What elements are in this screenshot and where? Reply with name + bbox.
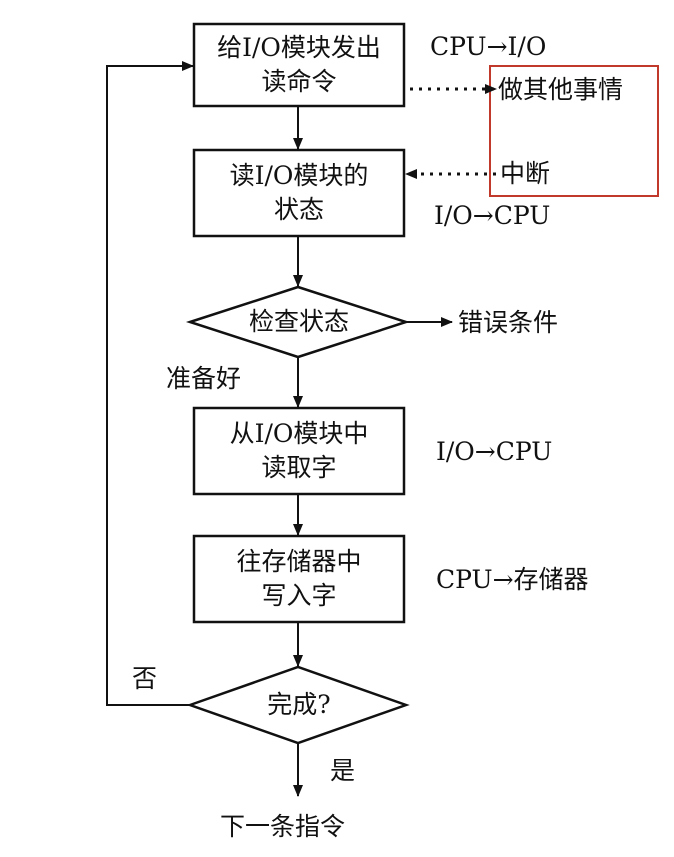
annotation-error: 错误条件 xyxy=(458,308,559,337)
annotation-no: 否 xyxy=(132,664,158,693)
box-read-status-line2: 状态 xyxy=(273,195,324,224)
cpu-side-interrupt: 中断 xyxy=(500,159,551,188)
box-send-read-line1: 给I/O模块发出 xyxy=(217,33,381,62)
annotation-next-instruction: 下一条指令 xyxy=(220,812,346,841)
diamond-done-text: 完成? xyxy=(194,688,404,722)
annotation-cpu-to-mem: CPU→存储器 xyxy=(436,565,589,594)
box-write-mem-text: 往存储器中 写入字 xyxy=(194,545,404,613)
arrow-loop-back xyxy=(106,61,194,706)
box-send-read-line2: 读命令 xyxy=(261,67,337,96)
diamond-done xyxy=(186,665,410,745)
annotation-io-to-cpu-1: I/O→CPU xyxy=(434,201,551,230)
annotation-io-to-cpu-2: I/O→CPU xyxy=(436,437,553,466)
done-label: 完成? xyxy=(267,690,331,719)
box-read-status-line1: 读I/O模块的 xyxy=(229,161,369,190)
annotation-ready: 准备好 xyxy=(166,364,242,393)
box-read-word-text: 从I/O模块中 读取字 xyxy=(194,417,404,485)
box-read-word-line2: 读取字 xyxy=(261,453,337,482)
check-status-label: 检查状态 xyxy=(248,307,349,336)
box-write-mem-line1: 往存储器中 xyxy=(236,547,362,576)
box-write-mem-line2: 写入字 xyxy=(261,581,337,610)
box-send-read-text: 给I/O模块发出 读命令 xyxy=(194,31,404,99)
annotation-yes: 是 xyxy=(330,756,356,785)
box-read-status-text: 读I/O模块的 状态 xyxy=(194,159,404,227)
box-read-word-line1: 从I/O模块中 xyxy=(229,419,369,448)
cpu-side-do-other: 做其他事情 xyxy=(498,75,624,104)
cpu-side-highlight xyxy=(489,65,659,197)
diamond-check-status-text: 检查状态 xyxy=(194,305,404,339)
annotation-cpu-to-io: CPU→I/O xyxy=(430,32,547,61)
